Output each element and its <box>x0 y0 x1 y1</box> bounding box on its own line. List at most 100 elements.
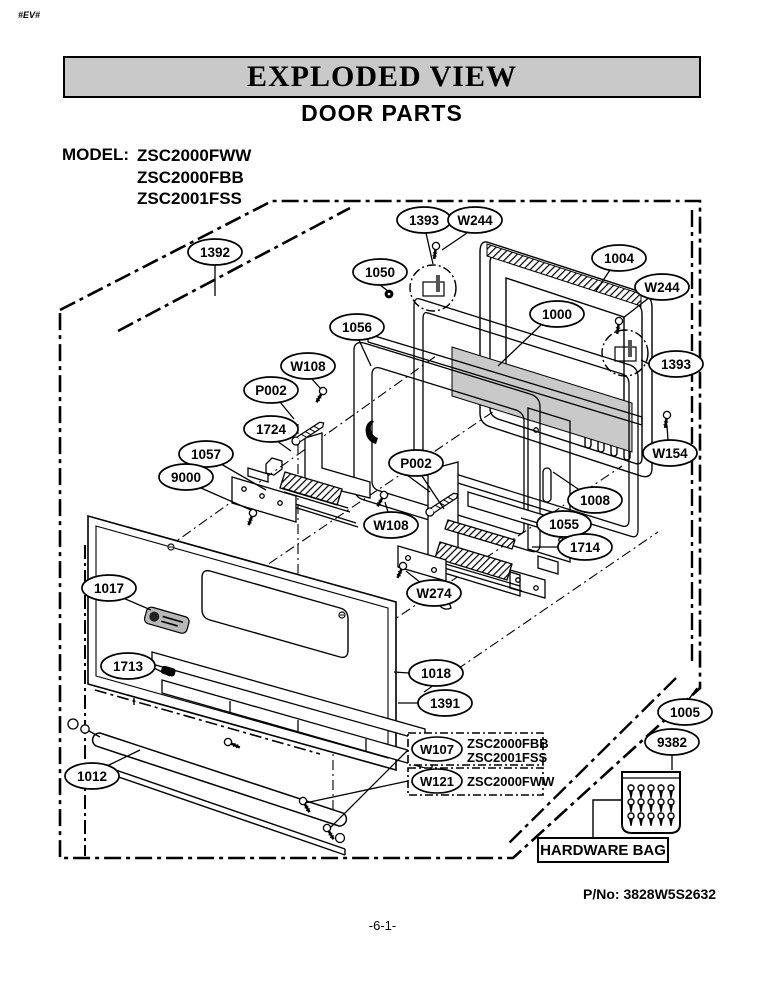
callout-1713: 1713 <box>100 652 156 680</box>
page-number: -6-1- <box>368 918 397 933</box>
screw-w154 <box>660 409 673 430</box>
svg-text:1714: 1714 <box>570 540 601 555</box>
callout-1000: 1000 <box>529 300 585 328</box>
svg-text:1057: 1057 <box>191 447 221 462</box>
callout-w108-top: W108 <box>280 352 336 380</box>
svg-text:W274: W274 <box>416 586 452 601</box>
callout-1018: 1018 <box>408 659 464 687</box>
svg-text:1050: 1050 <box>365 265 395 280</box>
handle-screw <box>320 821 338 843</box>
door-screw <box>338 611 346 619</box>
callout-1057: 1057 <box>178 440 234 468</box>
screw-9000 <box>243 507 259 528</box>
callout-1392: 1392 <box>187 238 243 266</box>
svg-text:W154: W154 <box>652 446 688 461</box>
svg-text:1017: 1017 <box>94 581 124 596</box>
callout-1008: 1008 <box>567 486 623 514</box>
bracket-9000 <box>231 467 297 523</box>
screw-w244-left <box>429 240 442 261</box>
callout-9000: 9000 <box>158 463 214 491</box>
svg-text:1391: 1391 <box>430 696 461 711</box>
page-title: EXPLODED VIEW <box>247 60 517 93</box>
svg-text:9000: 9000 <box>171 470 201 485</box>
title-banner: EXPLODED VIEW <box>63 56 701 98</box>
callout-w244-right: W244 <box>634 273 690 301</box>
callout-1012: 1012 <box>64 762 120 790</box>
svg-text:1000: 1000 <box>542 307 572 322</box>
callout-w154: W154 <box>642 439 698 467</box>
part-handle-1012 <box>67 718 348 856</box>
callout-p002-top: P002 <box>243 376 299 404</box>
callout-w244-left: W244 <box>447 206 503 234</box>
svg-text:1018: 1018 <box>421 666 452 681</box>
callout-w107: W107 <box>420 742 454 757</box>
door-screw <box>167 543 175 551</box>
svg-text:1724: 1724 <box>256 422 287 437</box>
hardware-bag-label: HARDWARE BAG <box>540 842 666 859</box>
hinge-detail-circles <box>409 264 649 377</box>
svg-text:9382: 9382 <box>657 735 687 750</box>
svg-text:1056: 1056 <box>342 320 373 335</box>
callout-1017: 1017 <box>81 574 137 602</box>
model-name: ZSC2001FSS <box>137 189 242 208</box>
corner-marker: #EV# <box>18 10 41 20</box>
variant-model: ZSC2000FBB <box>467 736 549 751</box>
door-glass <box>451 346 633 453</box>
callout-p002-bottom: P002 <box>388 449 444 477</box>
model-name: ZSC2000FBB <box>137 167 244 187</box>
svg-text:1713: 1713 <box>113 659 144 674</box>
svg-text:1012: 1012 <box>77 769 107 784</box>
part-back-frame-1004 <box>479 241 653 478</box>
vent-bracket-left <box>265 432 371 528</box>
svg-text:1055: 1055 <box>549 517 580 532</box>
model-name: ZSC2000FWW <box>137 146 252 165</box>
callout-1714: 1714 <box>557 533 613 561</box>
page-subtitle: DOOR PARTS <box>301 100 463 126</box>
variant-model: ZSC2000FWW <box>467 774 555 789</box>
model-label: MODEL: <box>62 145 130 164</box>
variant-model: ZSC2001FSS <box>467 750 548 765</box>
svg-text:1008: 1008 <box>580 493 611 508</box>
svg-text:W244: W244 <box>457 213 493 228</box>
svg-text:P002: P002 <box>400 456 432 471</box>
svg-text:1393: 1393 <box>661 357 692 372</box>
callout-w121: W121 <box>420 774 454 789</box>
svg-text:W108: W108 <box>290 359 326 374</box>
svg-text:W108: W108 <box>373 518 409 533</box>
svg-text:W244: W244 <box>644 280 680 295</box>
leader-lines <box>106 232 698 829</box>
callout-w108-bottom: W108 <box>363 511 419 539</box>
part-number: P/No: 3828W5S2632 <box>583 886 717 902</box>
svg-text:1393: 1393 <box>409 213 440 228</box>
part-glass-frame-1000 <box>367 298 643 538</box>
svg-text:P002: P002 <box>255 383 287 398</box>
inner-boundary-line <box>117 206 351 333</box>
nut-1050 <box>384 289 394 299</box>
part-side-panel-1008 <box>527 407 571 575</box>
callout-w274: W274 <box>406 579 462 607</box>
callout-1004: 1004 <box>591 244 647 272</box>
callout-1050: 1050 <box>352 258 408 286</box>
screw-w274 <box>392 559 410 581</box>
svg-text:1004: 1004 <box>604 251 635 266</box>
callout-1005: 1005 <box>657 698 713 726</box>
handle-screw-cap <box>334 832 346 844</box>
callout-1724: 1724 <box>243 415 299 443</box>
callout-9382: 9382 <box>644 728 700 756</box>
model-block: MODEL: ZSC2000FWW ZSC2000FBB ZSC2001FSS <box>62 145 251 210</box>
callout-1391: 1391 <box>417 689 473 717</box>
svg-text:1005: 1005 <box>670 705 701 720</box>
callout-1055: 1055 <box>536 510 592 538</box>
callout-1056: 1056 <box>329 313 385 341</box>
svg-text:1392: 1392 <box>200 245 230 260</box>
hardware-bag: HARDWARE BAG <box>537 771 681 863</box>
callouts: 1392 1393 W244 1050 1004 W244 1000 1056 … <box>64 206 713 790</box>
handle-screw <box>221 735 243 753</box>
variant-table: W107 ZSC2000FBB ZSC2001FSS W121 ZSC2000F… <box>407 732 555 796</box>
callout-1393-right: 1393 <box>648 350 704 378</box>
callout-1393-left: 1393 <box>396 206 452 234</box>
part-choke-cover-1056 <box>353 342 541 553</box>
door-badge <box>143 606 190 634</box>
